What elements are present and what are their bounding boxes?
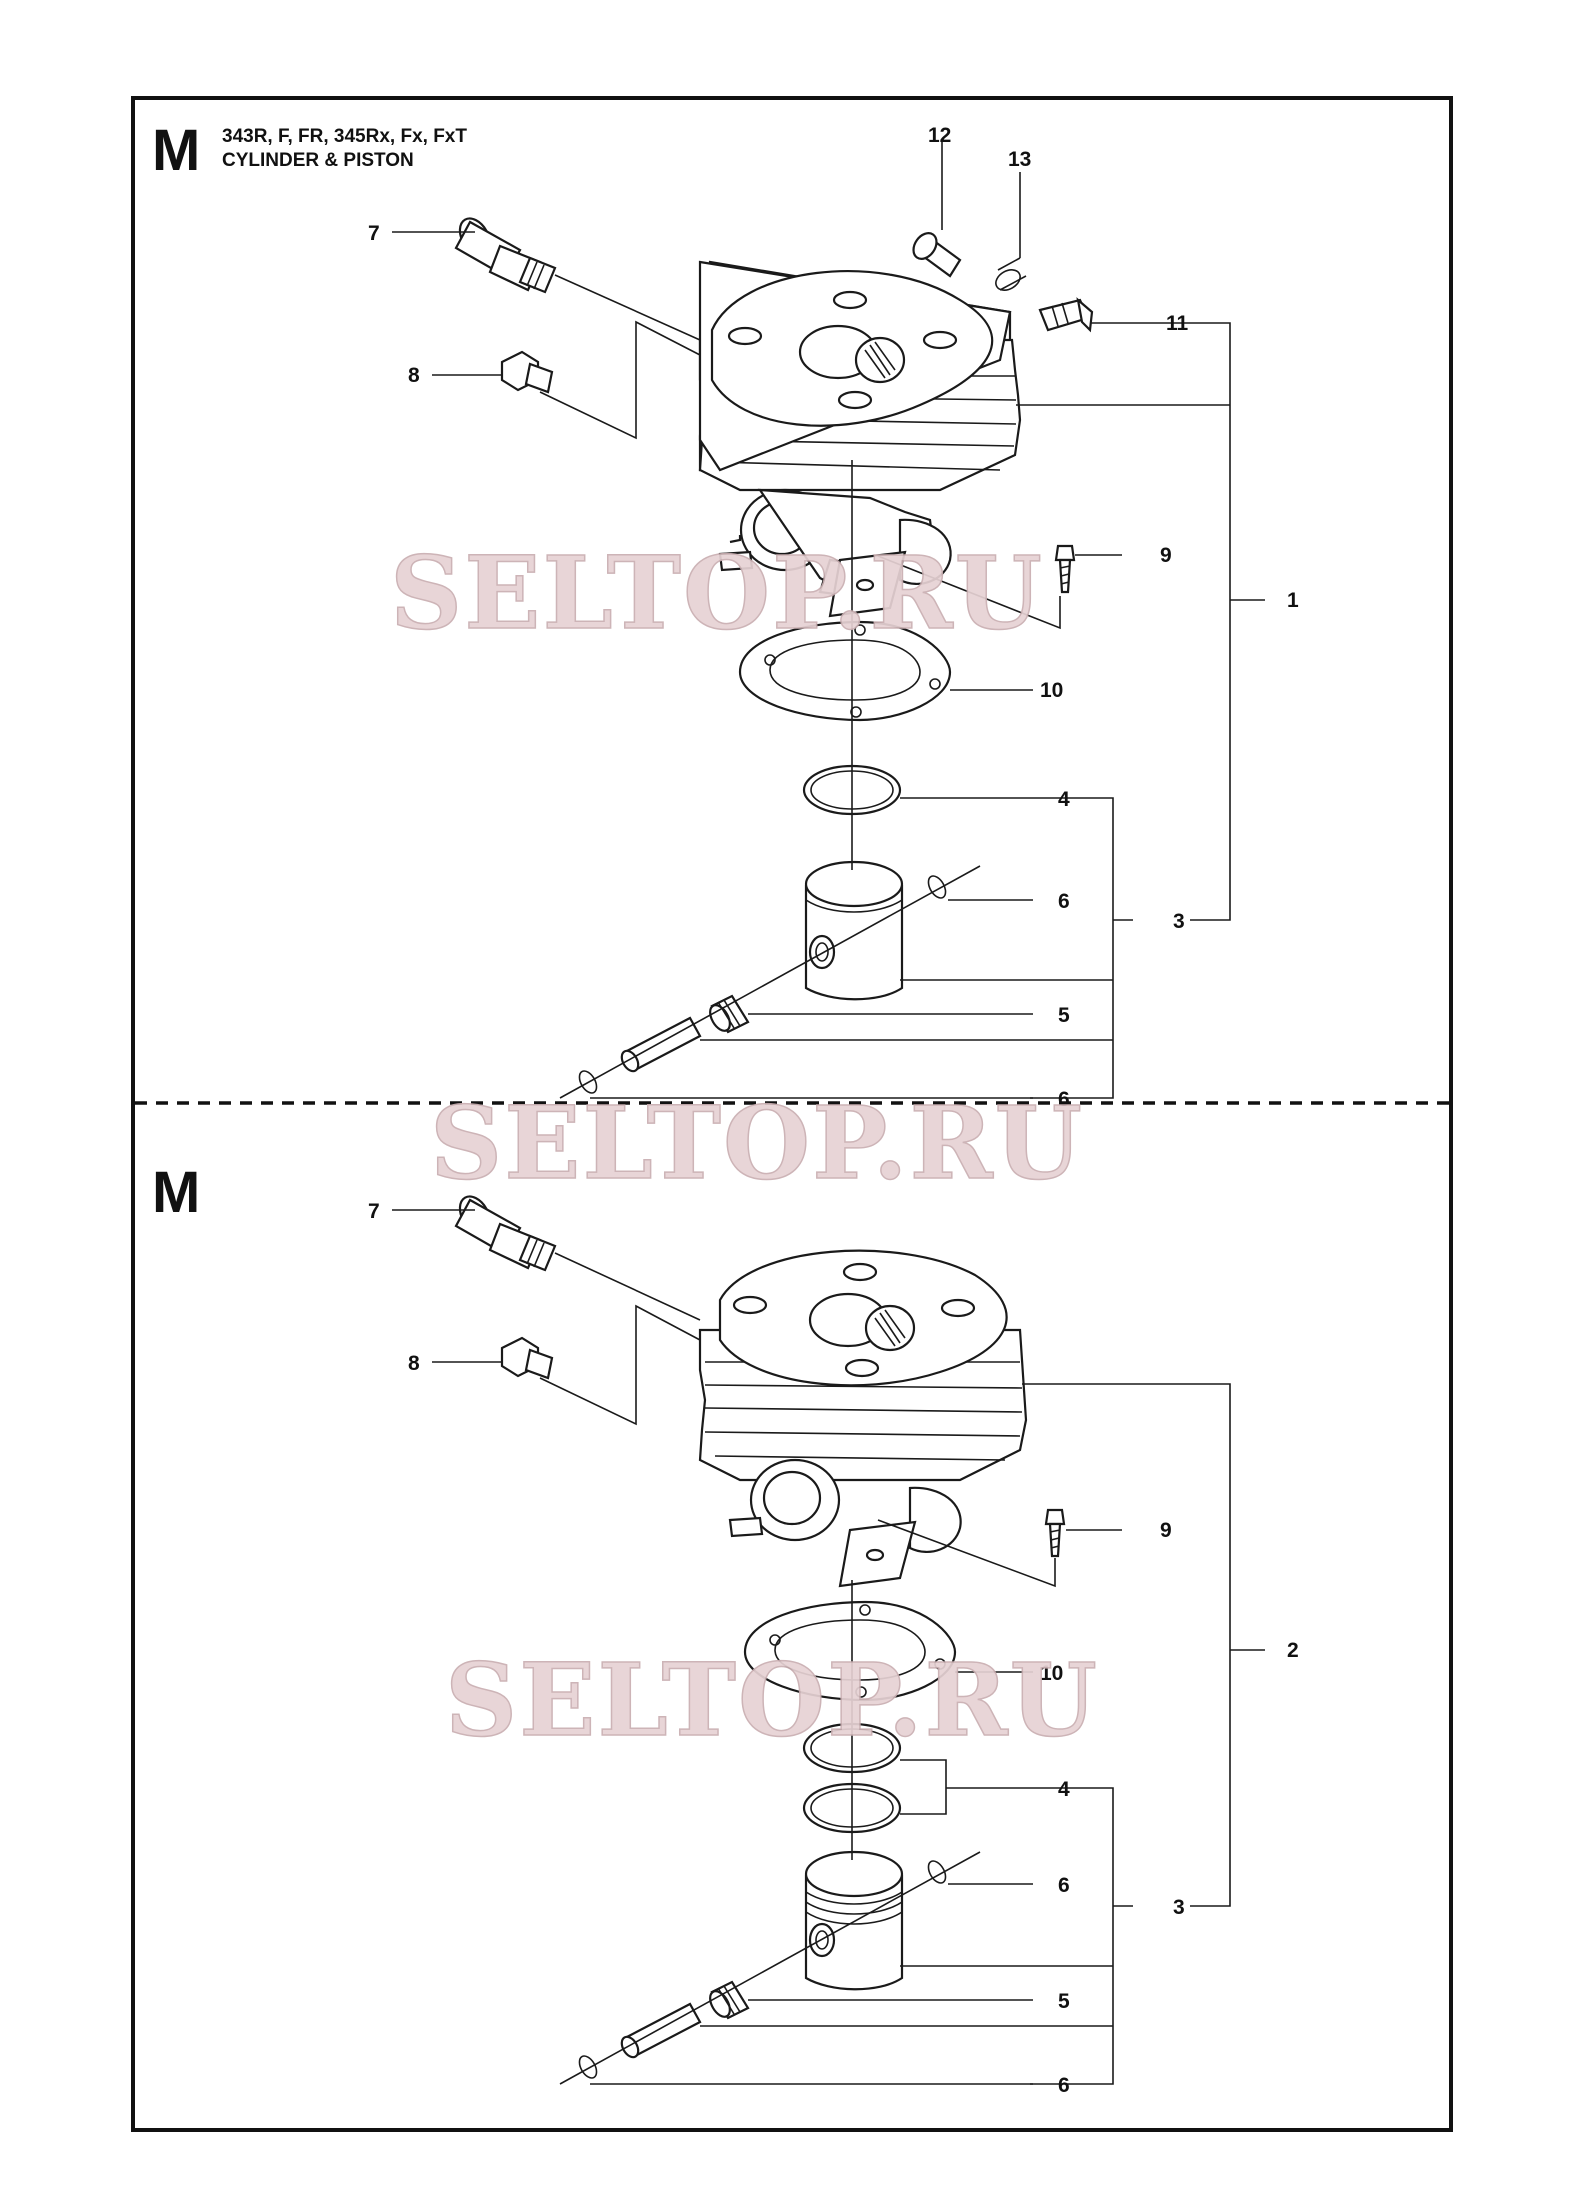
cylinder-lower — [698, 1249, 1028, 1588]
section-letter-lower: M — [152, 1160, 200, 1225]
callout-upper-6b: 6 — [1058, 1088, 1070, 1111]
part-10-gasket-lower — [743, 1600, 957, 1702]
callout-upper-10: 10 — [1040, 679, 1063, 702]
callout-lower-2: 2 — [1287, 1639, 1299, 1662]
part-3-piston-lower — [804, 1850, 904, 1991]
part-3-piston — [804, 860, 904, 1001]
cylinder-upper — [698, 260, 1022, 618]
callout-lower-8: 8 — [408, 1352, 420, 1375]
part-12-sleeve — [912, 232, 962, 278]
upper-assembly — [392, 140, 1265, 1099]
part-9-screw-lower — [1044, 1508, 1066, 1558]
part-7-decompression-valve — [454, 217, 557, 294]
part-5-needle-bearing-lower — [709, 1980, 750, 2020]
piston-pin-lower — [620, 2002, 702, 2059]
callout-upper-11: 11 — [1166, 312, 1189, 335]
callout-lower-7: 7 — [368, 1200, 380, 1223]
callout-lower-5: 5 — [1058, 1990, 1070, 2013]
model-list: 343R, F, FR, 345Rx, Fx, FxT — [222, 126, 467, 147]
part-9-screw — [1054, 544, 1076, 594]
part-11-elbow-fitting — [1038, 297, 1094, 333]
part-6-circlip-right-lower — [927, 1860, 947, 1884]
callout-lower-3: 3 — [1173, 1896, 1185, 1919]
callout-upper-4: 4 — [1058, 788, 1070, 811]
part-8-plug — [500, 350, 554, 394]
diagram-title: CYLINDER & PISTON — [222, 150, 414, 171]
page-frame — [131, 96, 1453, 2132]
watermark-middle: SELTOP.RU — [430, 1084, 1084, 1202]
part-7-decompression-valve-lower — [454, 1195, 557, 1272]
callout-upper-6a: 6 — [1058, 890, 1070, 913]
callout-upper-9: 9 — [1160, 544, 1172, 567]
axis-line-pin-lower — [559, 1851, 981, 2085]
callout-upper-3: 3 — [1173, 910, 1185, 933]
watermark-bottom: SELTOP.RU — [445, 1641, 1099, 1759]
callout-lower-6b: 6 — [1058, 2074, 1070, 2097]
part-6-circlip-left-lower — [578, 2055, 598, 2079]
callout-upper-5: 5 — [1058, 1004, 1070, 1027]
axis-line-pin — [559, 865, 981, 1099]
callout-upper-8: 8 — [408, 364, 420, 387]
callout-lower-10: 10 — [1040, 1662, 1063, 1685]
part-8-plug-lower — [500, 1336, 554, 1380]
callout-lower-6a: 6 — [1058, 1874, 1070, 1897]
part-10-gasket — [738, 620, 952, 722]
callout-upper-12: 12 — [928, 124, 951, 147]
callout-lower-9: 9 — [1160, 1519, 1172, 1542]
part-5-needle-bearing — [709, 994, 750, 1034]
piston-pin — [620, 1016, 702, 1073]
part-6-circlip-right — [927, 875, 947, 899]
callout-lower-4: 4 — [1058, 1778, 1070, 1801]
callout-upper-7: 7 — [368, 222, 380, 245]
callout-upper-1: 1 — [1287, 589, 1299, 612]
callout-upper-13: 13 — [1008, 148, 1031, 171]
lower-assembly — [392, 1195, 1265, 2085]
section-letter-upper: M — [152, 118, 200, 183]
watermark-top: SELTOP.RU — [390, 534, 1044, 652]
part-13-clip — [995, 257, 1027, 291]
